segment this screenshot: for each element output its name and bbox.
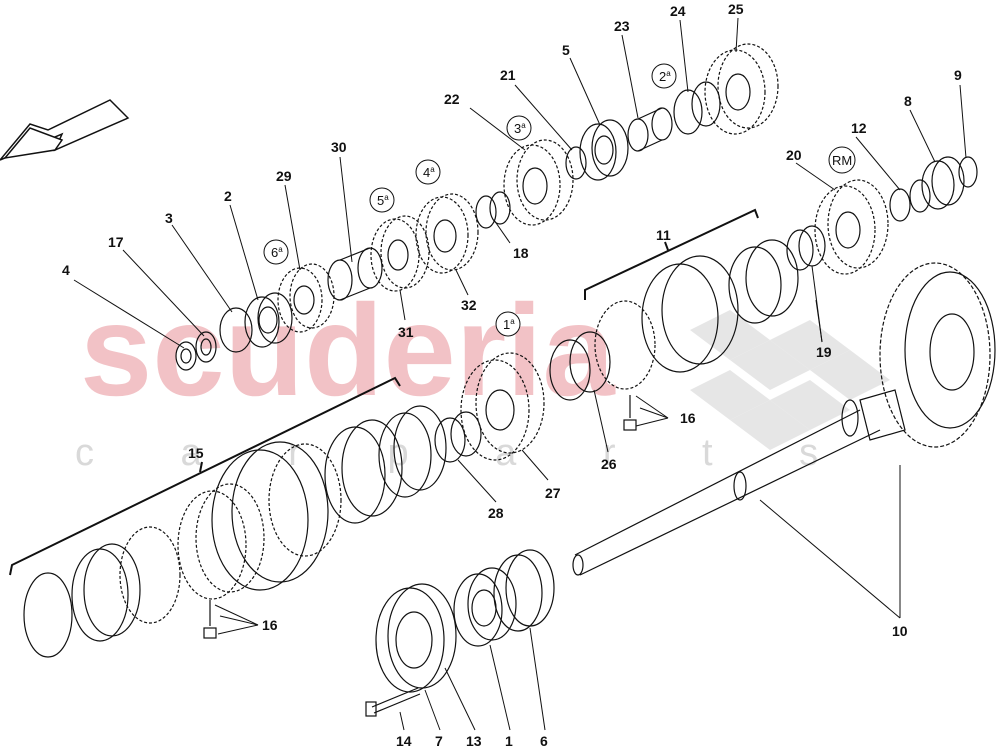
callout-18: 18 — [513, 245, 529, 261]
middle-synchronizer-parts — [434, 239, 799, 463]
callout-17: 17 — [108, 234, 124, 250]
direction-arrow-icon — [0, 99, 130, 161]
checkered-flag-watermark — [690, 310, 890, 450]
callout-16-lower: 16 — [262, 617, 278, 633]
callout-2: 2 — [224, 188, 232, 204]
watermark-main: scuderia — [80, 277, 616, 423]
callout-14: 14 — [396, 733, 412, 749]
watermark: scuderia c a r p a r t s — [75, 277, 890, 474]
gear-mark-1 — [495, 311, 521, 337]
gear-mark-rm-text: RM — [832, 153, 852, 168]
callout-15: 15 — [188, 445, 204, 461]
callout-32: 32 — [461, 297, 477, 313]
gear-marker-text: 6a 5a 4a 3a 2a 1a RM — [271, 69, 852, 332]
gear-mark-4 — [415, 159, 441, 185]
callout-31: 31 — [398, 324, 414, 340]
callout-13: 13 — [466, 733, 482, 749]
reverse-gear-parts — [786, 156, 978, 275]
gear-mark-1-text: 1a — [503, 317, 515, 332]
gear-mark-6-text: 6a — [271, 245, 283, 260]
callout-23: 23 — [614, 18, 630, 34]
leader-lines — [73, 17, 967, 731]
gear-mark-5-text: 5a — [377, 193, 389, 208]
callout-10: 10 — [892, 623, 908, 639]
callout-21: 21 — [500, 67, 516, 83]
callout-24: 24 — [670, 3, 686, 19]
gear-markers — [263, 63, 856, 337]
lower-synchronizer-parts — [23, 405, 447, 658]
callout-26: 26 — [601, 456, 617, 472]
callout-1: 1 — [505, 733, 513, 749]
gear-mark-3-text: 3a — [514, 121, 526, 136]
callout-16-upper: 16 — [680, 410, 696, 426]
gear-mark-6 — [263, 239, 289, 265]
gear-mark-rm — [828, 146, 856, 174]
callout-28: 28 — [488, 505, 504, 521]
callout-20: 20 — [786, 147, 802, 163]
callout-19: 19 — [816, 344, 832, 360]
gear-mark-5 — [369, 187, 395, 213]
bearing-cover-parts — [365, 549, 555, 717]
callout-22: 22 — [444, 91, 460, 107]
group-brackets — [9, 208, 759, 576]
callout-25: 25 — [728, 1, 744, 17]
callout-8: 8 — [904, 93, 912, 109]
callout-12: 12 — [851, 120, 867, 136]
callout-3: 3 — [165, 210, 173, 226]
gear-mark-3 — [506, 115, 532, 141]
callout-7: 7 — [435, 733, 443, 749]
gear-mark-2-text: 2a — [659, 69, 671, 84]
callout-11: 11 — [656, 227, 671, 243]
gear-mark-4-text: 4a — [423, 165, 435, 180]
gear-mark-2 — [651, 63, 677, 89]
callout-4: 4 — [62, 262, 70, 278]
watermark-sub: c a r p a r t s — [75, 432, 856, 474]
callout-30: 30 — [331, 139, 347, 155]
main-shaft-parts — [572, 262, 996, 576]
callout-5: 5 — [562, 42, 570, 58]
callout-29: 29 — [276, 168, 292, 184]
callout-6: 6 — [540, 733, 548, 749]
callout-9: 9 — [954, 67, 962, 83]
callout-labels: 4 17 3 2 29 30 31 32 18 22 21 5 23 24 25… — [62, 1, 962, 749]
callout-27: 27 — [545, 485, 561, 501]
